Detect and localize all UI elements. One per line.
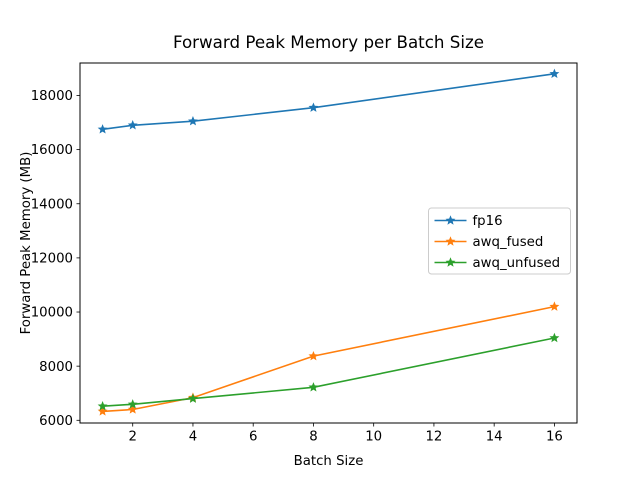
marker-star-awq_fused — [127, 404, 138, 414]
legend-item-awq_unfused: awq_unfused — [434, 256, 561, 271]
y-tick-label: 14000 — [31, 197, 73, 212]
legend-marker-star — [445, 215, 456, 225]
marker-star-fp16 — [308, 102, 319, 112]
x-tick-label: 16 — [546, 430, 563, 445]
x-tick-label: 8 — [309, 430, 317, 445]
plot-area: 2 4 6 8 10 12 14 16 6000 8000 10000 12000 14000 16000… — [31, 62, 578, 445]
axes-spines — [79, 62, 578, 424]
legend-label: awq_unfused — [473, 256, 561, 271]
y-tick-label: 8000 — [39, 360, 73, 375]
y-tick-label: 18000 — [31, 89, 73, 104]
marker-star-awq_unfused — [97, 401, 108, 411]
marker-star-awq_fused — [308, 350, 319, 361]
legend-marker-star — [445, 236, 456, 246]
series-line-awq_fused — [101, 305, 556, 413]
x-tick-label: 4 — [189, 430, 197, 445]
chart-title: Forward Peak Memory per Batch Size — [173, 32, 484, 52]
marker-star-awq_unfused — [188, 393, 198, 403]
marker-star-fp16 — [188, 116, 198, 126]
marker-star-awq_unfused — [549, 332, 560, 343]
legend-item-fp16: fp16 — [434, 214, 503, 229]
legend: fp16 awq_fused awq_unfused — [428, 207, 571, 275]
legend-label: awq_fused — [473, 235, 544, 250]
marker-star-awq_fused — [549, 301, 560, 311]
x-axis-label: Batch Size — [294, 454, 364, 469]
y-tick-label: 10000 — [31, 306, 73, 321]
marker-star-fp16 — [549, 68, 560, 79]
x-tick-label: 12 — [425, 430, 442, 445]
x-tick-label: 6 — [249, 430, 257, 445]
x-tick-label: 14 — [486, 430, 503, 445]
legend-box — [428, 207, 571, 275]
series-line-fp16 — [101, 73, 556, 131]
legend-label: fp16 — [473, 214, 503, 229]
marker-star-awq_unfused — [308, 382, 319, 392]
legend-marker-star — [445, 257, 456, 267]
y-axis-label: Forward Peak Memory (MB) — [19, 152, 34, 335]
y-tick-label: 12000 — [31, 251, 73, 266]
y-tick-label: 6000 — [39, 414, 73, 429]
marker-star-awq_unfused — [127, 399, 138, 409]
marker-star-fp16 — [97, 124, 108, 134]
legend-item-awq_fused: awq_fused — [434, 235, 544, 250]
y-tick-label: 16000 — [31, 143, 73, 158]
x-tick-label: 10 — [365, 430, 382, 445]
marker-star-fp16 — [127, 120, 138, 130]
series-line-awq_unfused — [101, 337, 556, 408]
marker-star-awq_fused — [97, 406, 108, 416]
x-tick-label: 2 — [128, 430, 136, 445]
